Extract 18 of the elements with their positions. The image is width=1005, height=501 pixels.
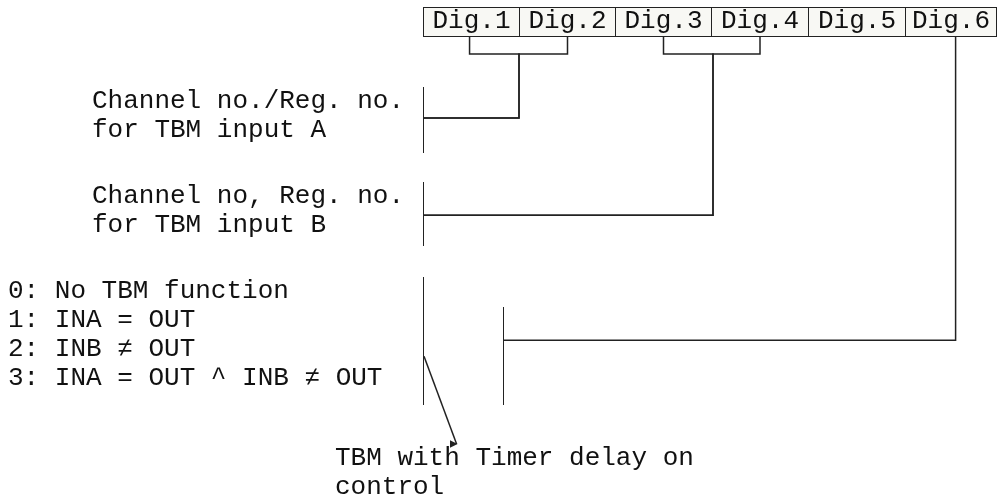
digit-cell: Dig.1 — [423, 7, 520, 37]
caption-text: TBM with Timer delay on control — [335, 444, 715, 500]
digit-cell: Dig.6 — [905, 7, 997, 37]
list-item-text: 2: INB ≠ OUT — [8, 335, 197, 364]
bracketed-list — [8, 277, 424, 405]
list-item-text: 3: INA = OUT ^ INB ≠ OUT — [8, 364, 384, 393]
list-item-text: 1: INA = OUT — [8, 306, 197, 335]
list-item-text: 0: No TBM function — [8, 277, 290, 306]
connector-line — [503, 36, 957, 342]
bracketed-text: Channel no, Reg. no. for TBM input B — [92, 182, 424, 246]
bracketed-text: Channel no./Reg. no. for TBM input A — [92, 87, 424, 153]
arrow — [423, 355, 458, 445]
digit-cell: Dig.2 — [519, 7, 616, 37]
vertical-bar — [503, 307, 506, 405]
connector-line — [423, 36, 569, 119]
digit-cell: Dig.3 — [615, 7, 712, 37]
digit-cell: Dig.5 — [808, 7, 906, 37]
digit-cell: Dig.4 — [711, 7, 809, 37]
